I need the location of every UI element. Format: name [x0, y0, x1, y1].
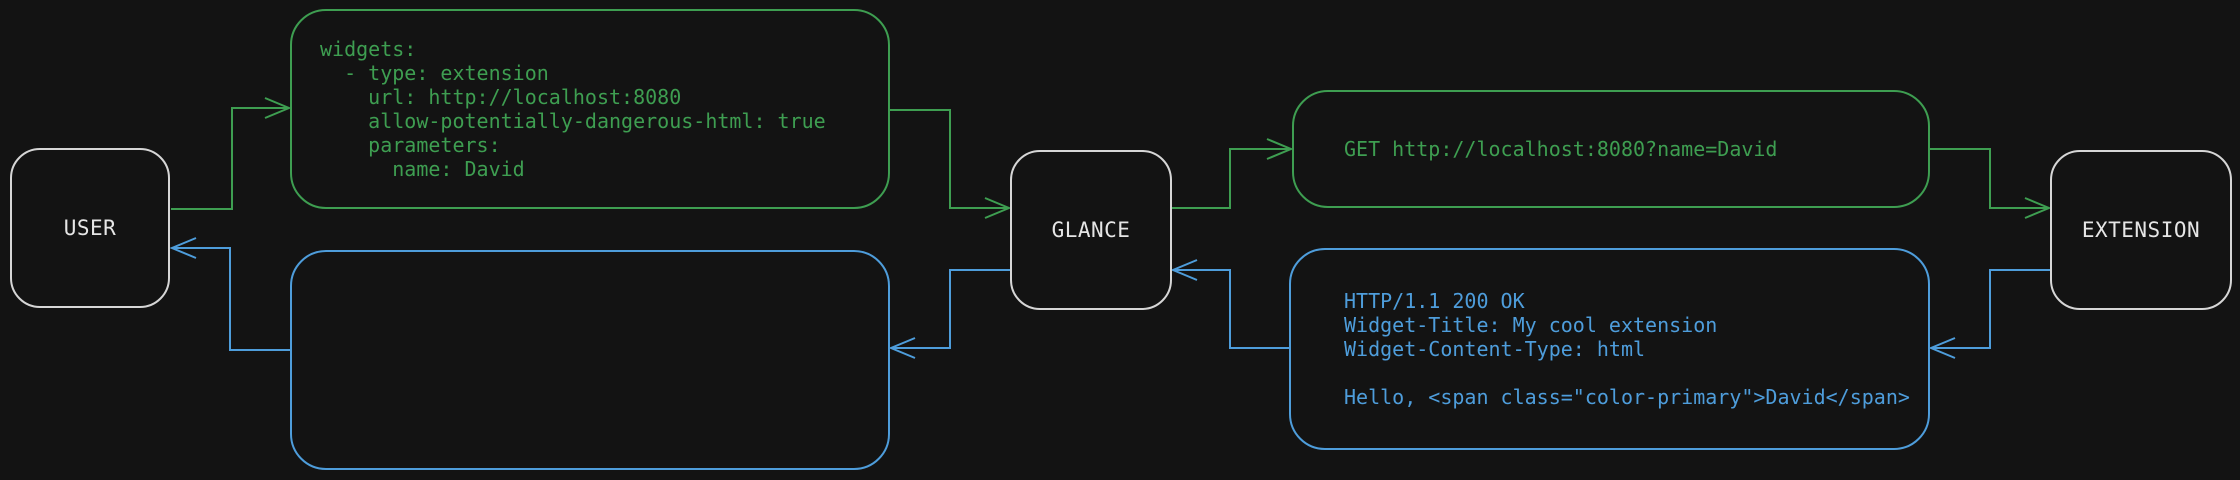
- rendered-widget-box: MY COOL EXTENSION Hello, David: [290, 250, 890, 470]
- node-user: USER: [10, 148, 170, 308]
- http-response-box: HTTP/1.1 200 OK Widget-Title: My cool ex…: [1289, 248, 1930, 450]
- arrow-glance-to-request: [1172, 149, 1291, 209]
- node-user-label: USER: [63, 216, 117, 240]
- node-extension-label: EXTENSION: [2081, 218, 2201, 242]
- node-extension: EXTENSION: [2050, 150, 2232, 310]
- arrow-response-to-glance: [1173, 270, 1289, 349]
- http-request-text: GET http://localhost:8080?name=David: [1344, 137, 1778, 161]
- arrow-extension-to-response: [1931, 269, 2050, 348]
- arrow-request-to-extension: [1930, 148, 2049, 208]
- http-request-box: GET http://localhost:8080?name=David: [1292, 90, 1930, 208]
- arrow-widget-to-user: [172, 248, 290, 351]
- config-yaml-box: widgets: - type: extension url: http://l…: [290, 9, 890, 209]
- node-glance: GLANCE: [1010, 150, 1172, 310]
- arrow-config-to-glance: [890, 109, 1009, 208]
- arrow-glance-to-widget: [891, 269, 1010, 348]
- arrow-user-to-config: [171, 108, 289, 210]
- node-glance-label: GLANCE: [1051, 218, 1131, 242]
- config-yaml-code: widgets: - type: extension url: http://l…: [320, 37, 826, 181]
- http-response-text: HTTP/1.1 200 OK Widget-Title: My cool ex…: [1344, 289, 1910, 409]
